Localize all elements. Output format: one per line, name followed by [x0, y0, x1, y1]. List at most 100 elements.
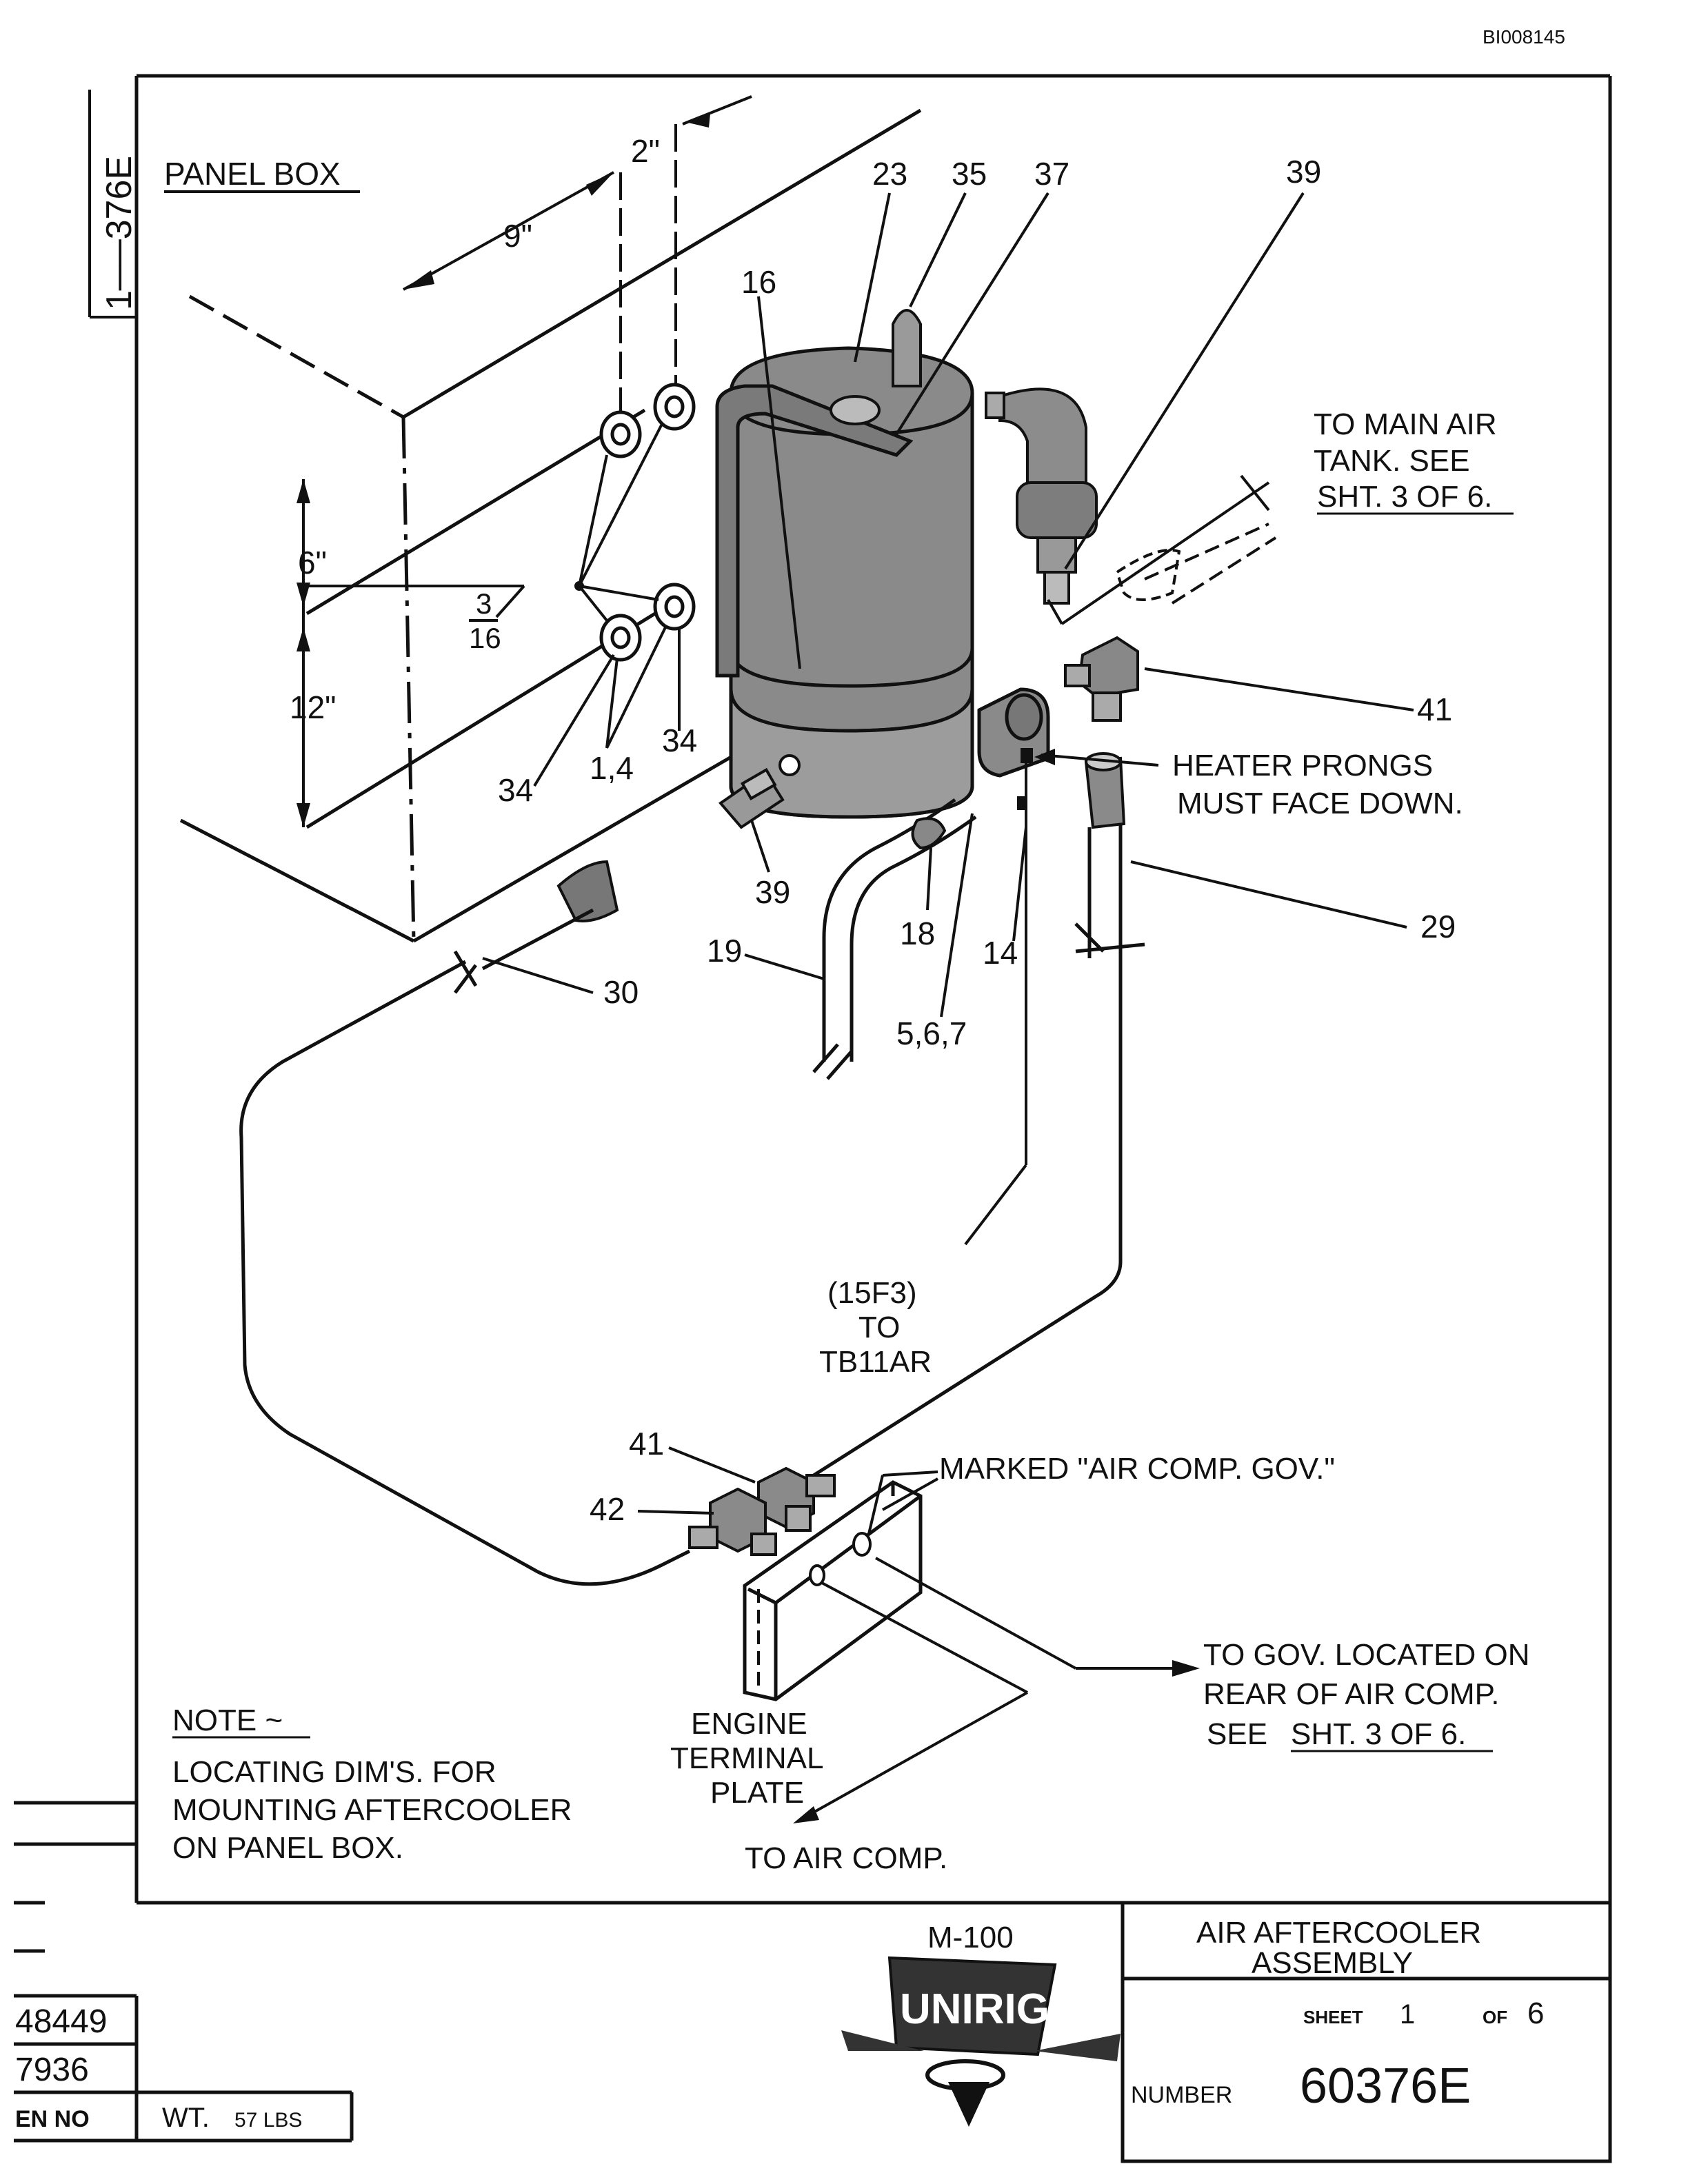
note-tb-3: TB11AR	[819, 1345, 932, 1379]
terminal-hole-1	[852, 1532, 872, 1557]
grommet-leaders	[533, 423, 681, 787]
hose-29-run	[812, 824, 1145, 1477]
dimension-arrows	[297, 114, 710, 827]
callout-16: 16	[741, 264, 776, 300]
callout-5-6-7: 5,6,7	[896, 1015, 967, 1051]
note-line-1: LOCATING DIM'S. FOR	[172, 1755, 496, 1789]
drawing-frame	[134, 74, 1612, 2161]
sheet-number: 1	[1400, 1999, 1415, 2030]
note-plate-2: TERMINAL	[670, 1741, 823, 1775]
heater-arrow	[1034, 749, 1055, 765]
title-block	[1121, 1901, 1612, 2163]
sheet-total: 6	[1527, 1996, 1544, 2030]
revision-row-1: 48449	[15, 2003, 107, 2040]
callout-1-4: 1,4	[590, 750, 634, 786]
fitting-42	[688, 1487, 777, 1556]
fitting-41-top	[1064, 636, 1139, 722]
title-line-2: ASSEMBLY	[1252, 1946, 1413, 1980]
note-to-air-comp: TO AIR COMP.	[745, 1841, 947, 1875]
note-gov-3-link: SHT. 3 OF 6.	[1291, 1717, 1466, 1751]
callout-41-bottom: 41	[629, 1426, 664, 1462]
leader-lines	[482, 192, 1414, 1535]
title-line-1: AIR AFTERCOOLER	[1196, 1916, 1481, 1950]
hose-29-nut	[1084, 752, 1126, 829]
callout-19: 19	[707, 933, 742, 969]
note-main-air-1: TO MAIN AIR	[1314, 407, 1497, 441]
hose-30-clamp	[556, 860, 619, 922]
weight-value: 57 LBS	[234, 2109, 302, 2132]
side-number: 1──376E	[99, 156, 139, 310]
logo-brand: UNIRIG	[900, 1985, 1049, 2033]
note-gov-2: REAR OF AIR COMP.	[1203, 1677, 1500, 1711]
drawing-notes: TO MAIN AIR TANK. SEE SHT. 3 OF 6. HEATE…	[172, 407, 1530, 1875]
dim-frac-num: 3	[476, 587, 492, 620]
note-gov-1: TO GOV. LOCATED ON	[1203, 1638, 1530, 1672]
mounting-bracket	[715, 384, 914, 678]
note-gov-3-pre: SEE	[1207, 1717, 1267, 1751]
mounting-lines	[305, 408, 656, 829]
dimension-lines	[302, 95, 752, 827]
panel-box-outline	[179, 108, 922, 943]
callout-42: 42	[590, 1491, 625, 1527]
drain-knob	[830, 395, 881, 425]
note-plate-1: ENGINE	[691, 1707, 807, 1741]
mounting-grommets	[599, 383, 696, 662]
plate-wiring	[757, 1477, 1172, 1821]
note-line-2: MOUNTING AFTERCOOLER	[172, 1793, 572, 1827]
callout-23: 23	[872, 156, 907, 192]
revision-block	[14, 1801, 354, 2143]
callout-numbers: 23 35 37 39 16 34 1,4 34 39 41 29 18 14 …	[498, 154, 1456, 1527]
callout-35: 35	[952, 156, 987, 192]
dim-6: 6"	[298, 545, 327, 580]
logo-model: M-100	[927, 1921, 1014, 1954]
note-tb-1: (15F3)	[827, 1276, 917, 1310]
pipe-18-collar	[911, 817, 947, 850]
hose-fitting-dashed	[1115, 549, 1181, 601]
callout-39-top: 39	[1286, 154, 1321, 190]
document-id: BI008145	[1483, 26, 1565, 48]
callout-39-bottom: 39	[755, 874, 790, 910]
panel-box-label: PANEL BOX	[164, 156, 341, 192]
note-line-3: ON PANEL BOX.	[172, 1831, 403, 1865]
fitting-41-bottom	[757, 1466, 836, 1532]
callout-37: 37	[1034, 156, 1069, 192]
side-number-strip	[88, 90, 137, 318]
plate-wiring-arrows	[793, 1660, 1200, 1823]
callout-41-top: 41	[1417, 691, 1452, 727]
top-valve	[985, 387, 1098, 605]
note-plate-3: PLATE	[710, 1776, 804, 1810]
grommet-leader-node	[574, 581, 584, 591]
number-label: NUMBER	[1131, 2082, 1232, 2108]
revision-row-2: 7936	[15, 2052, 89, 2088]
probe-35	[892, 309, 922, 387]
note-main-air-2: TANK. SEE	[1314, 444, 1470, 478]
side-port	[778, 754, 801, 776]
unirig-logo: M-100 UNIRIG	[841, 1921, 1121, 2127]
terminal-hole-2	[809, 1564, 825, 1586]
heater-prong	[1021, 748, 1033, 763]
sheet-label: SHEET	[1303, 2007, 1363, 2028]
heater-outlet	[977, 687, 1050, 778]
note-marked: MARKED "AIR COMP. GOV."	[939, 1452, 1335, 1486]
wire-14	[964, 762, 1027, 1246]
callout-34-left: 34	[498, 772, 533, 808]
of-label: OF	[1483, 2007, 1507, 2028]
note-main-air-3: SHT. 3 OF 6.	[1317, 480, 1492, 514]
callout-30: 30	[603, 974, 639, 1010]
note-title: NOTE ~	[172, 1703, 283, 1737]
drawing-number: 60376E	[1300, 2059, 1471, 2114]
callout-18: 18	[900, 916, 935, 951]
weight-label: WT.	[162, 2103, 210, 2133]
aftercooler-body	[729, 346, 974, 819]
revision-row-3: EN NO	[15, 2106, 90, 2132]
main-air-line	[1047, 474, 1277, 625]
engine-terminal-plate	[743, 1480, 923, 1701]
dim-9: 9"	[503, 218, 532, 254]
dim-12: 12"	[290, 689, 336, 725]
fitting-39-bottom	[719, 767, 785, 829]
callout-14: 14	[983, 935, 1018, 971]
dim-2: 2"	[631, 133, 660, 169]
callout-34-right: 34	[662, 722, 697, 758]
callout-29: 29	[1420, 909, 1456, 944]
